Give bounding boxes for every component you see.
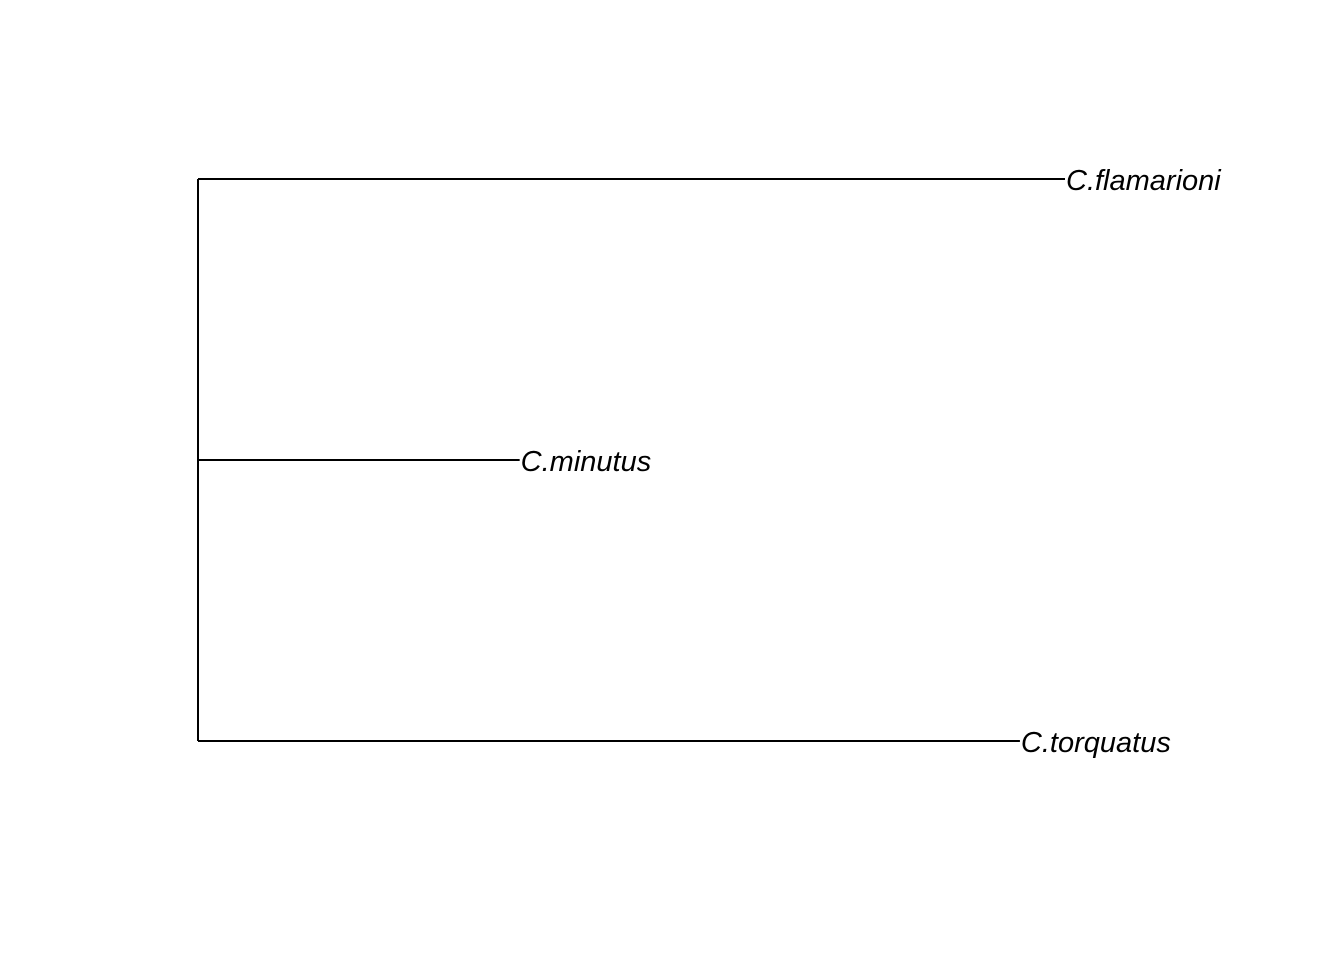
tip-label: C.torquatus: [1021, 727, 1171, 759]
tip-label: C.minutus: [521, 446, 652, 478]
tip-label: C.flamarioni: [1066, 165, 1222, 197]
